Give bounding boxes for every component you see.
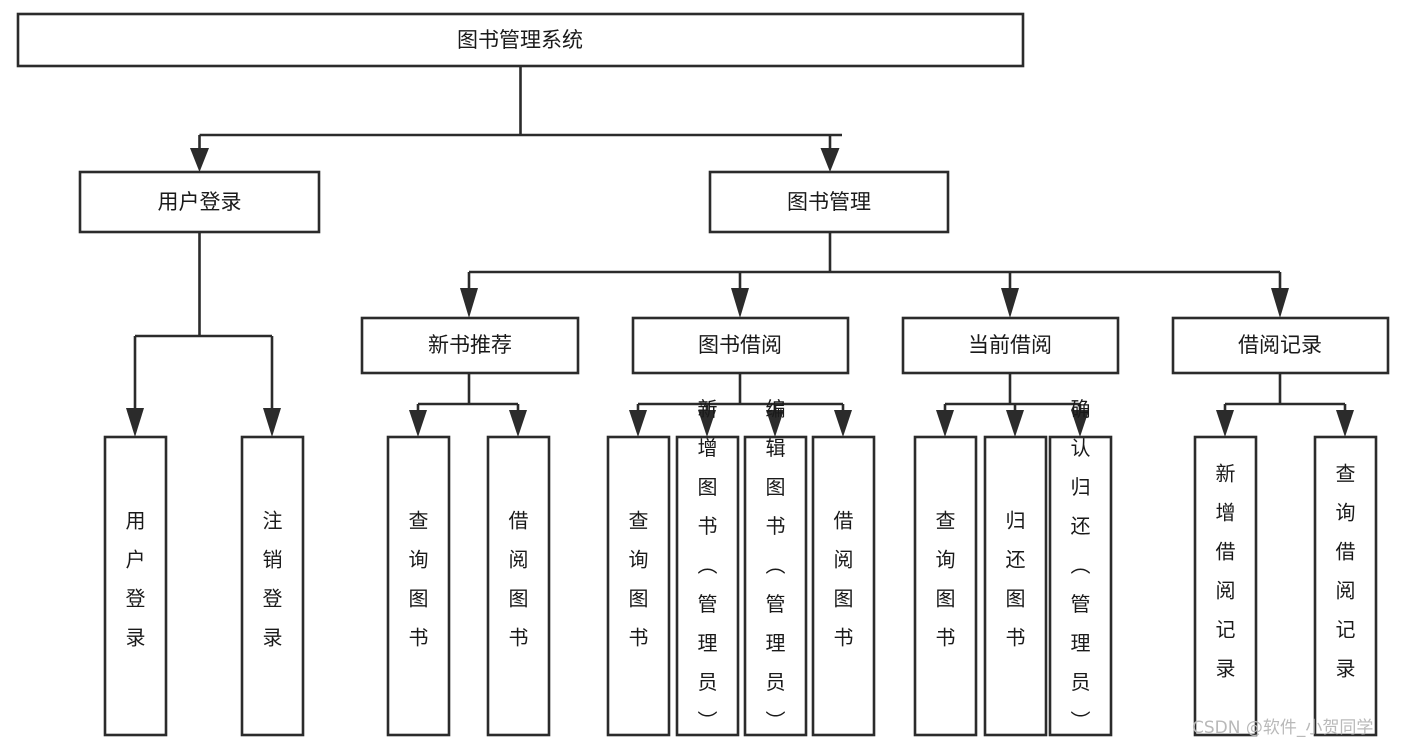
node-root[interactable]: 图书管理系统 [16, 12, 1025, 68]
node-leaf-borrow-book-2-label: 借阅图书 [834, 509, 854, 650]
node-leaf-query-borrow-record-label: 查询借阅记录 [1336, 462, 1356, 681]
node-leaf-query-book-2-label: 查询图书 [629, 509, 649, 650]
node-leaf-query-book-2-box[interactable] [606, 435, 671, 737]
node-leaf-borrow-book-2[interactable] [811, 435, 876, 737]
csdn-watermark: CSDN @软件_小贺同学 [1192, 718, 1373, 738]
node-user-login-box[interactable] [78, 170, 321, 234]
node-book-management-box[interactable] [708, 170, 950, 234]
arrow-head-leaf-query-book-3 [936, 410, 954, 437]
node-leaf-query-borrow-record-box[interactable] [1313, 435, 1378, 737]
node-leaf-confirm-return-box[interactable] [1048, 435, 1113, 737]
node-leaf-logout-login-label: 注销登录 [263, 509, 283, 650]
node-leaf-query-book-2[interactable] [606, 435, 671, 737]
leaf-label-layer: 用户登录 注销登录 查询图书 借阅图书 查询图书 新增图书︵管理员︶ 编辑图书︵… [126, 397, 1356, 733]
node-current-borrow-label: 当前借阅 [968, 333, 1052, 357]
node-new-book-recommend-label: 新书推荐 [428, 333, 512, 357]
arrow-head-leaf-user-login [126, 408, 144, 437]
node-leaf-user-login-label: 用户登录 [126, 509, 146, 650]
arrow-head-leaf-edit-book [766, 410, 784, 437]
node-leaf-add-borrow-record-label: 新增借阅记录 [1216, 462, 1236, 681]
node-leaf-user-login[interactable] [103, 435, 168, 737]
arrow-head-new-book-recommend [460, 288, 478, 318]
node-current-borrow[interactable]: 当前借阅 [901, 316, 1120, 375]
node-leaf-add-borrow-record[interactable] [1193, 435, 1258, 737]
node-leaf-borrow-book-1-box[interactable] [486, 435, 551, 737]
arrow-head-leaf-query-book-1 [409, 410, 427, 437]
arrow-head-leaf-borrow-book-2 [834, 410, 852, 437]
node-book-borrow[interactable]: 图书借阅 [631, 316, 850, 375]
arrow-head-user-login [190, 148, 209, 172]
node-borrow-record-label: 借阅记录 [1238, 333, 1322, 357]
node-leaf-query-book-1-label: 查询图书 [409, 509, 429, 650]
arrow-head-leaf-return-book [1006, 410, 1024, 437]
node-leaf-return-book-box[interactable] [983, 435, 1048, 737]
node-leaf-borrow-book-2-box[interactable] [811, 435, 876, 737]
node-leaf-add-book[interactable] [675, 435, 740, 737]
node-leaf-edit-book-label: 编辑图书︵管理员︶ [766, 397, 786, 733]
node-leaf-query-book-1-box[interactable] [386, 435, 451, 737]
arrow-head-leaf-add-book [698, 410, 716, 437]
node-leaf-logout-login[interactable] [240, 435, 305, 737]
node-leaf-add-book-box[interactable] [675, 435, 740, 737]
node-book-borrow-box[interactable] [631, 316, 850, 375]
node-current-borrow-box[interactable] [901, 316, 1120, 375]
node-root-box[interactable] [16, 12, 1025, 68]
node-new-book-recommend[interactable]: 新书推荐 [360, 316, 580, 375]
node-leaf-borrow-book-1-label: 借阅图书 [509, 509, 529, 650]
node-leaf-query-book-3-label: 查询图书 [936, 509, 956, 650]
node-user-login[interactable]: 用户登录 [78, 170, 321, 234]
arrow-head-leaf-query-book-2 [629, 410, 647, 437]
node-leaf-query-book-1[interactable] [386, 435, 451, 737]
arrow-head-leaf-borrow-book-1 [509, 410, 527, 437]
node-book-borrow-label: 图书借阅 [698, 333, 782, 357]
arrow-head-current-borrow [1001, 288, 1019, 318]
node-leaf-query-book-3[interactable] [913, 435, 978, 737]
arrow-head-book-management [820, 148, 840, 172]
node-leaf-edit-book-box[interactable] [743, 435, 808, 737]
arrow-head-leaf-query-borrow-record [1336, 410, 1354, 437]
node-book-management-label: 图书管理 [787, 190, 871, 214]
arrow-head-leaf-add-borrow-record [1216, 410, 1234, 437]
node-new-book-recommend-box[interactable] [360, 316, 580, 375]
node-leaf-query-borrow-record[interactable] [1313, 435, 1378, 737]
node-leaf-return-book[interactable] [983, 435, 1048, 737]
node-book-management[interactable]: 图书管理 [708, 170, 950, 234]
arrow-head-leaf-logout-login [263, 408, 281, 437]
arrow-head-borrow-record [1271, 288, 1289, 318]
node-root-label: 图书管理系统 [457, 28, 583, 52]
node-leaf-add-borrow-record-box[interactable] [1193, 435, 1258, 737]
node-leaf-borrow-book-1[interactable] [486, 435, 551, 737]
node-borrow-record[interactable]: 借阅记录 [1171, 316, 1390, 375]
node-borrow-record-box[interactable] [1171, 316, 1390, 375]
node-leaf-add-book-label: 新增图书︵管理员︶ [698, 397, 718, 733]
connector-layer [126, 66, 1354, 437]
node-leaf-confirm-return[interactable] [1048, 435, 1113, 737]
arrow-head-book-borrow [731, 288, 749, 318]
node-leaf-query-book-3-box[interactable] [913, 435, 978, 737]
node-leaf-confirm-return-label: 确认归还︵管理员︶ [1071, 397, 1091, 733]
node-leaf-user-login-box[interactable] [103, 435, 168, 737]
node-leaf-return-book-label: 归还图书 [1006, 509, 1026, 650]
node-leaf-edit-book[interactable] [743, 435, 808, 737]
arrow-head-leaf-confirm-return [1071, 410, 1089, 437]
node-leaf-logout-login-box[interactable] [240, 435, 305, 737]
node-user-login-label: 用户登录 [158, 190, 242, 214]
